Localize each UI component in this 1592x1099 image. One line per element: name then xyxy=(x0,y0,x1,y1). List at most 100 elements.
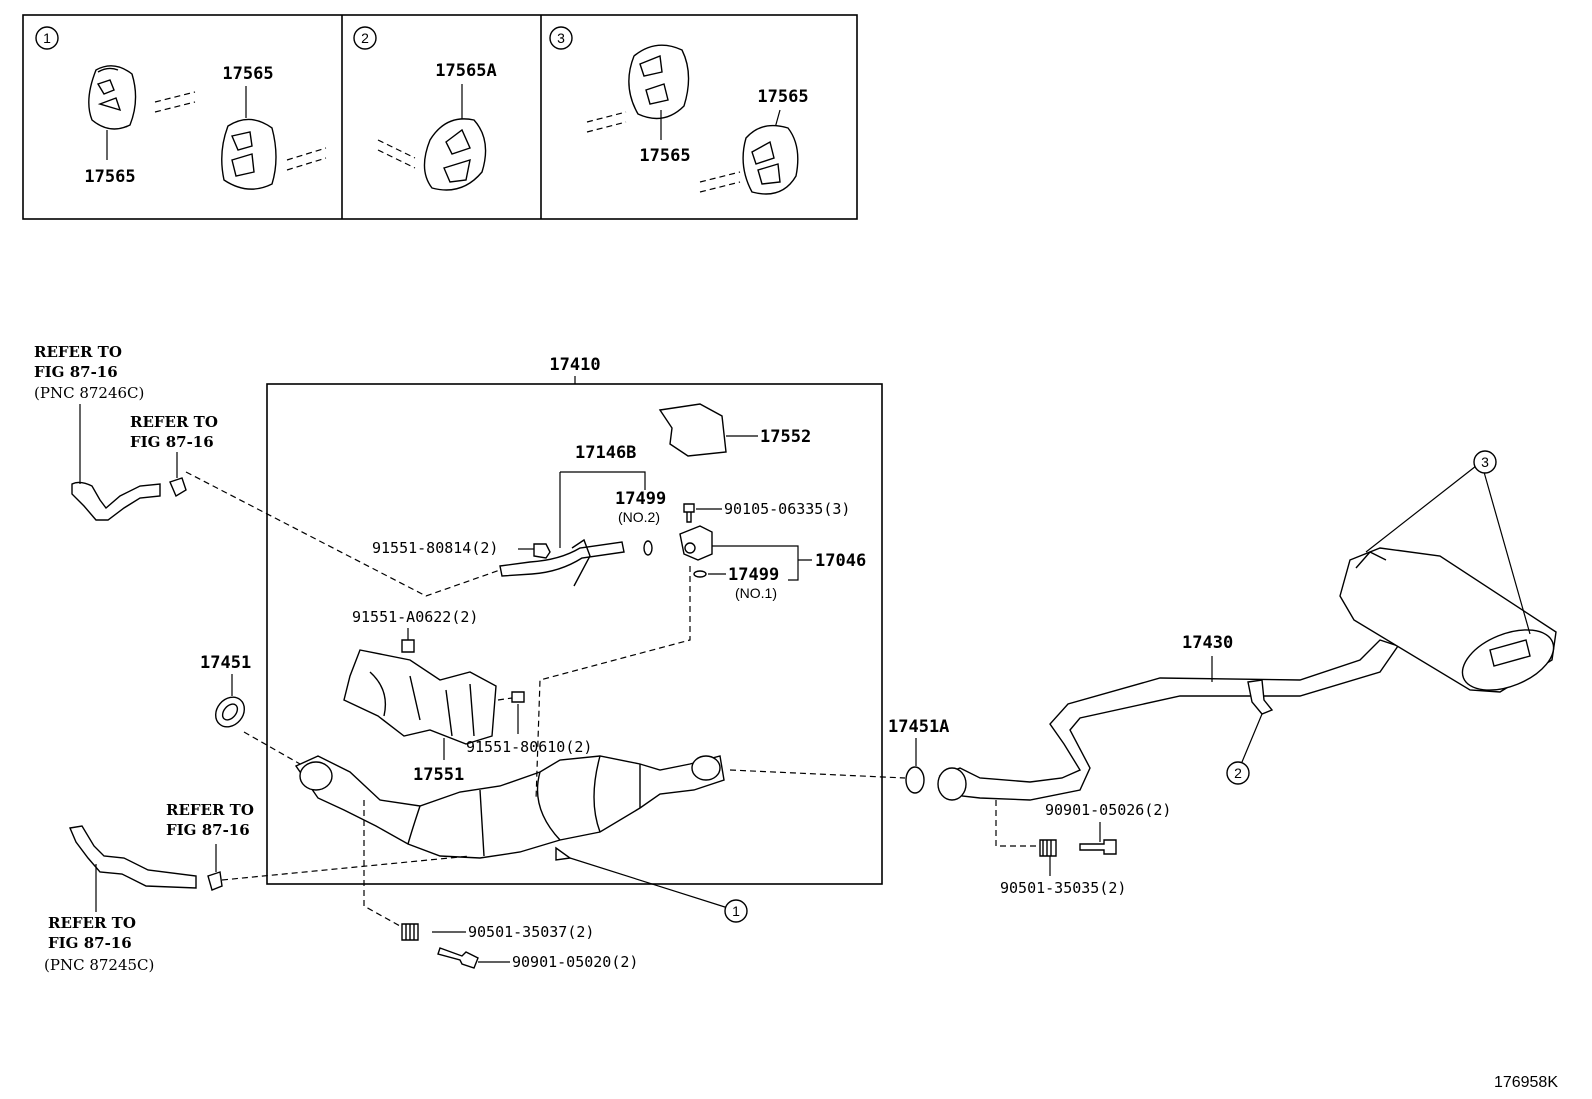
bolt-icon xyxy=(1079,839,1117,855)
bolt-91551-A0622[interactable]: 91551-A0622(2) xyxy=(352,608,478,653)
gasket-icon xyxy=(214,696,246,728)
bolt-icon xyxy=(511,691,525,703)
detail-box-3-index: 3 xyxy=(557,30,565,46)
heat-insulator-icon xyxy=(343,649,497,745)
part-label[interactable]: 17565 xyxy=(757,87,808,107)
assembly-label[interactable]: 17410 xyxy=(549,355,600,375)
hose-lower xyxy=(69,825,223,912)
gasket-17451[interactable]: 17451 xyxy=(200,653,251,733)
detail-box-1[interactable]: 1 17565 17565 xyxy=(35,26,327,190)
insulator-17551[interactable]: 17551 91551-80610(2) xyxy=(343,649,592,785)
part-label[interactable]: 17499 xyxy=(728,565,779,585)
detail-box-2[interactable]: 2 17565A xyxy=(353,26,497,191)
part-label[interactable]: 17565A xyxy=(435,61,496,81)
ref-line: FIG 87-16 xyxy=(166,821,250,839)
ref-line: REFER TO xyxy=(48,914,136,932)
part-label[interactable]: 90501-35035(2) xyxy=(1000,879,1126,897)
callout-number: 2 xyxy=(1234,765,1242,781)
clamp-icon xyxy=(169,477,187,498)
heat-shield-bracket-icon xyxy=(658,403,727,457)
gasket-icon xyxy=(905,766,925,794)
ref-line: REFER TO xyxy=(166,801,254,819)
part-note: (NO.1) xyxy=(735,585,777,601)
part-note: (NO.2) xyxy=(618,509,660,525)
callout-1[interactable]: 1 xyxy=(569,857,748,923)
detail-boxes: 1 17565 17565 2 17565A xyxy=(22,14,858,220)
ref-bot-mid[interactable]: REFER TO FIG 87-16 xyxy=(166,801,254,839)
part-label[interactable]: 17146B xyxy=(575,443,636,463)
flange-icon xyxy=(937,767,967,801)
vacuum-pipe-icon xyxy=(499,541,625,577)
hose-icon xyxy=(69,825,197,889)
hose-icon xyxy=(71,481,161,521)
o-ring-icon xyxy=(693,570,707,578)
hose-upper xyxy=(71,404,187,521)
bracket-17552[interactable]: 17552 xyxy=(658,403,811,457)
tail-pipe-icon xyxy=(938,639,1400,801)
part-label[interactable]: 17451 xyxy=(200,653,251,673)
catalytic-converter-icon xyxy=(294,755,725,859)
part-label[interactable]: 90501-35037(2) xyxy=(468,923,594,941)
bolt-icon xyxy=(533,543,551,559)
bolt-spring-rear[interactable]: 90901-05026(2) 90501-35035(2) xyxy=(1000,801,1171,897)
rubber-hanger-icon xyxy=(742,124,799,195)
part-label[interactable]: 17552 xyxy=(760,427,811,447)
ref-top-left[interactable]: REFER TO FIG 87-16 (PNC 87246C) xyxy=(34,343,144,402)
ref-line: FIG 87-16 xyxy=(130,433,214,451)
part-label[interactable]: 17565 xyxy=(639,146,690,166)
ref-line: (PNC 87245C) xyxy=(44,956,154,974)
ref-line: FIG 87-16 xyxy=(48,934,132,952)
ref-line: (PNC 87246C) xyxy=(34,384,144,402)
ref-line: FIG 87-16 xyxy=(34,363,118,381)
rubber-hanger-icon xyxy=(423,118,487,191)
part-label[interactable]: 17551 xyxy=(413,765,464,785)
figure-id: 176958K xyxy=(1494,1074,1558,1091)
detail-box-3[interactable]: 3 17565 17565 xyxy=(549,26,809,195)
part-label[interactable]: 91551-80610(2) xyxy=(466,738,592,756)
bolt-icon xyxy=(437,947,479,969)
bolt-icon xyxy=(401,639,415,653)
part-label[interactable]: 91551-A0622(2) xyxy=(352,608,478,626)
ref-line: REFER TO xyxy=(34,343,122,361)
clamp-icon xyxy=(207,871,223,891)
tailpipe-17430[interactable]: 17430 xyxy=(937,547,1562,801)
callout-number: 1 xyxy=(732,903,740,919)
rubber-hanger-icon xyxy=(221,118,277,190)
callout-number: 3 xyxy=(1481,454,1489,470)
ref-top-mid[interactable]: REFER TO FIG 87-16 xyxy=(130,413,218,451)
sensor-17046[interactable]: 17046 17499 (NO.1) xyxy=(679,525,866,601)
pressure-sensor-icon xyxy=(679,525,713,561)
detail-box-frame xyxy=(22,14,858,220)
gasket-17451A[interactable]: 17451A xyxy=(888,717,949,794)
rubber-hanger-icon xyxy=(628,44,690,120)
part-label[interactable]: 90901-05026(2) xyxy=(1045,801,1171,819)
callout-2[interactable]: 2 xyxy=(1226,713,1263,785)
part-label[interactable]: 17499 xyxy=(615,489,666,509)
pipe-17146B[interactable]: 17146B 17499 (NO.2) xyxy=(499,443,666,587)
flange-icon xyxy=(691,755,721,781)
bolt-90105[interactable]: 90105-06335(3) xyxy=(683,500,850,523)
detail-box-2-index: 2 xyxy=(361,30,369,46)
part-label[interactable]: 90105-06335(3) xyxy=(724,500,850,518)
hanger-bracket-icon xyxy=(1247,679,1274,715)
part-label[interactable]: 17430 xyxy=(1182,633,1233,653)
ref-line: REFER TO xyxy=(130,413,218,431)
bolt-spring-front[interactable]: 90501-35037(2) 90901-05020(2) xyxy=(401,923,638,971)
part-label[interactable]: 17565 xyxy=(84,167,135,187)
rubber-hanger-icon xyxy=(88,65,137,130)
part-label[interactable]: 17451A xyxy=(888,717,949,737)
bolt-icon xyxy=(683,503,695,523)
part-label[interactable]: 90901-05020(2) xyxy=(512,953,638,971)
front-pipe-converter xyxy=(294,755,725,861)
part-label[interactable]: 91551-80814(2) xyxy=(372,539,498,557)
detail-box-1-index: 1 xyxy=(43,30,51,46)
part-label[interactable]: 17565 xyxy=(222,64,273,84)
assembly-17410: 17410 xyxy=(266,355,883,885)
o-ring-icon xyxy=(643,540,653,556)
ref-bot-left[interactable]: REFER TO FIG 87-16 (PNC 87245C) xyxy=(44,914,154,974)
part-label[interactable]: 17046 xyxy=(815,551,866,571)
bolt-91551-80814[interactable]: 91551-80814(2) xyxy=(372,539,551,559)
callout-3[interactable]: 3 xyxy=(1365,450,1531,635)
connection-lines xyxy=(185,471,1038,927)
